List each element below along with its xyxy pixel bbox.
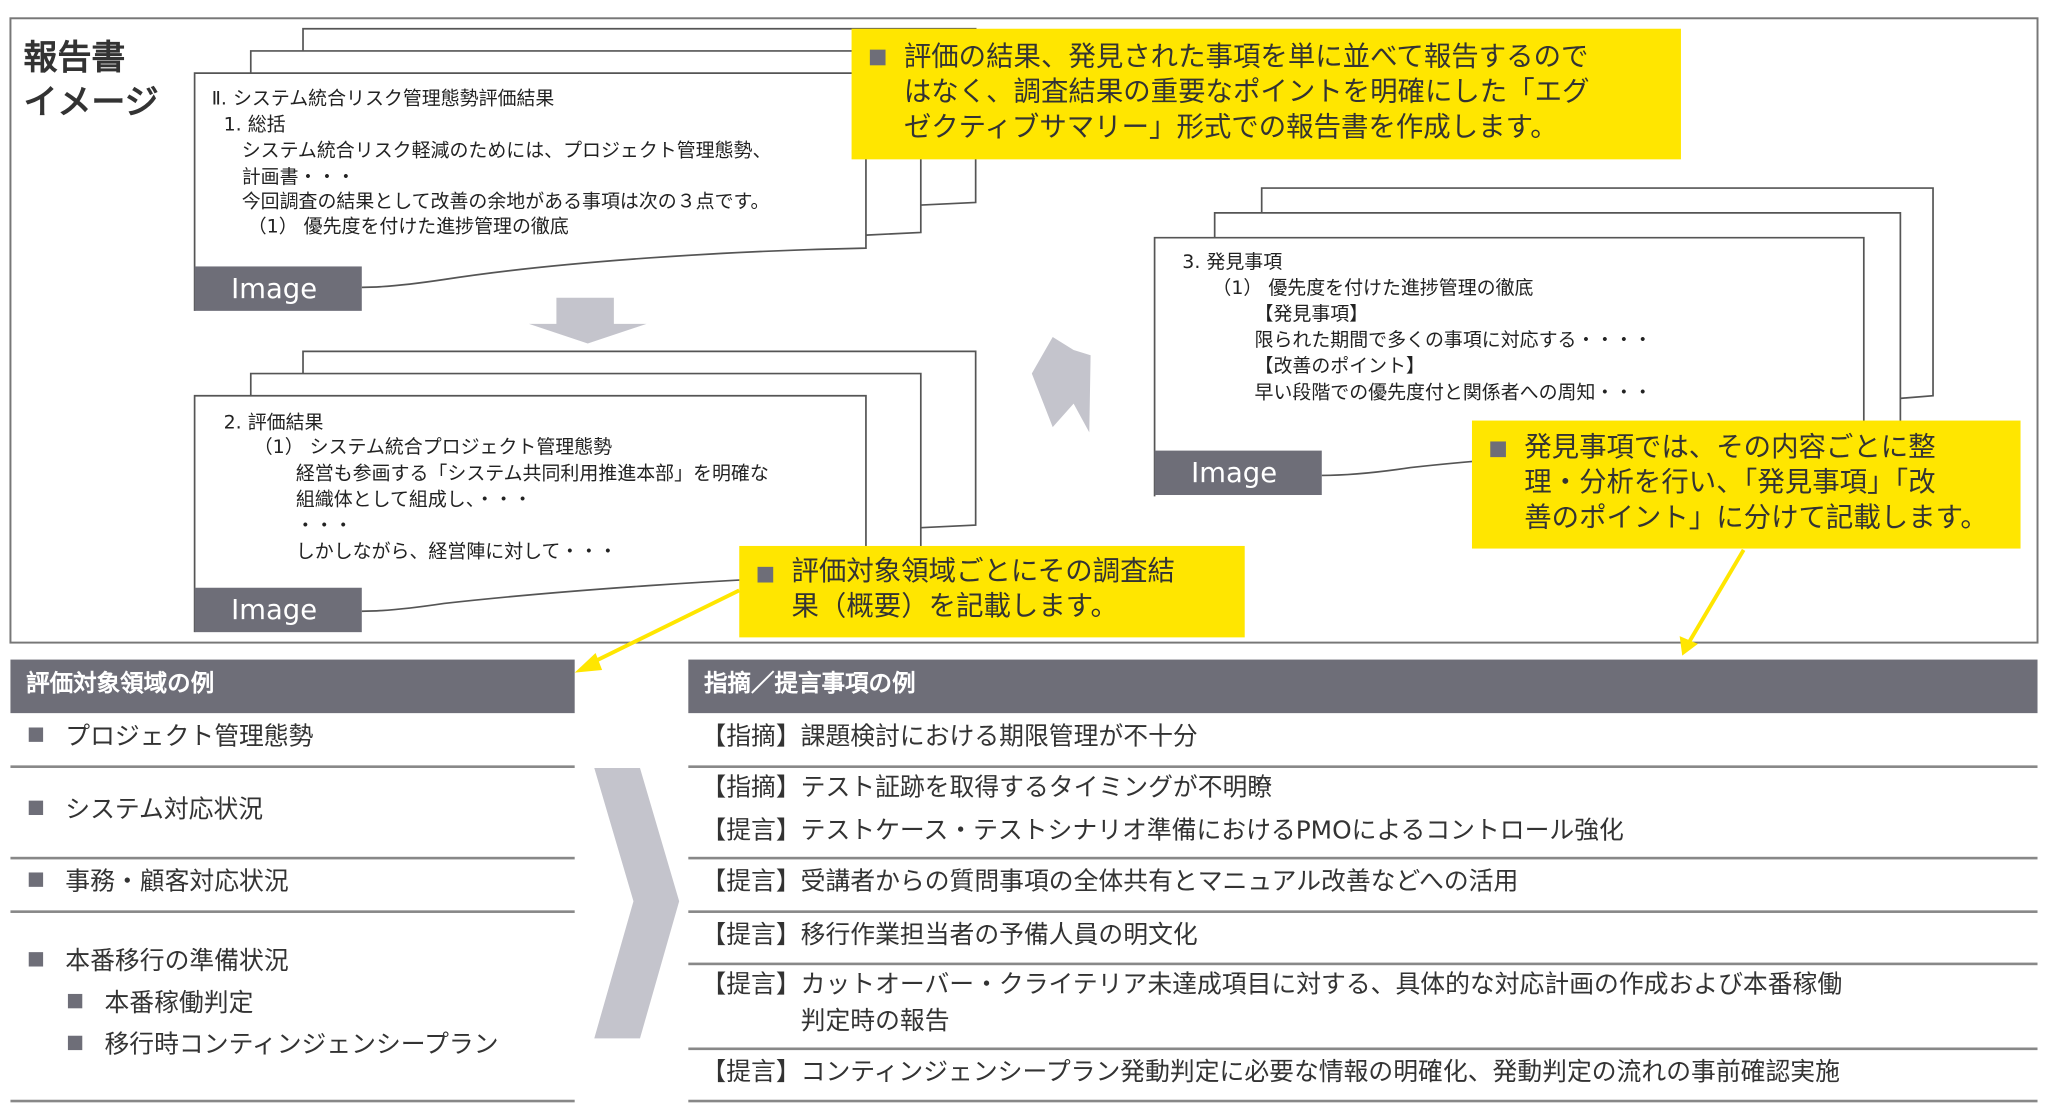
doc-line: 経営も参画する「システム共同利用推進本部」を明確な: [211, 463, 769, 485]
callout-evaluation-areas: 評価対象領域ごとにその調査結 果（概要）を記載します。: [739, 545, 1245, 638]
doc-line: 組織体として組成し、・・・: [211, 489, 533, 511]
doc-line: 【発見事項】: [1170, 304, 1369, 326]
callout-line: 発見事項では、その内容ごとに整: [1524, 431, 1936, 463]
list-item: システム対応状況: [28, 793, 264, 827]
diagonal-arrow-icon: [1031, 336, 1091, 433]
doc-line: 限られた期間で多くの事項に対応する・・・・: [1170, 330, 1653, 352]
divider: [688, 910, 2038, 913]
list-subitem: 移行時コンティンジェンシープラン: [67, 1028, 499, 1062]
callout-findings: 発見事項では、その内容ごとに整 理・分析を行い、「発見事項」「改 善のポイント」…: [1471, 420, 2021, 549]
divider: [688, 1047, 2038, 1051]
doc2-text: 2. 評価結果 （1） システム統合プロジェクト管理態勢 経営も参画する「システ…: [212, 410, 852, 567]
finding-row: 【提言】移行作業担当者の予備人員の明文化: [701, 920, 1198, 950]
doc-line: （1） 優先度を付けた進捗管理の徹底: [211, 216, 569, 238]
doc-line: （1） システム統合プロジェクト管理態勢: [211, 437, 613, 459]
finding-row: 【提言】受講者からの質問事項の全体共有とマニュアル改善などへの活用: [701, 867, 1519, 896]
finding-row: 【指摘】テスト証跡を取得するタイミングが不明瞭: [701, 773, 1273, 802]
divider: [10, 856, 575, 860]
doc-line: （1） 優先度を付けた進捗管理の徹底: [1170, 278, 1534, 300]
callout-line: 理・分析を行い、「発見事項」「改: [1524, 466, 1936, 498]
right-panel-header: 指摘／提言事項の例: [688, 659, 2038, 714]
doc-line: 今回調査の結果として改善の余地がある事項は次の３点です。: [211, 191, 770, 213]
doc-line: 計画書・・・: [211, 167, 356, 189]
item-label: プロジェクト管理態勢: [65, 722, 314, 752]
item-label: 本番移行の準備状況: [65, 946, 289, 976]
callout-connectors: [574, 548, 1746, 673]
bullet-square-icon: [28, 727, 44, 742]
bullet-square-icon: [1490, 441, 1506, 458]
doc-line: Ⅱ. システム統合リスク管理態勢評価結果: [211, 88, 555, 110]
item-label: 本番稼働判定: [104, 988, 254, 1018]
title-line: 報告書: [23, 39, 126, 79]
bullet-square-icon: [28, 800, 44, 816]
divider: [688, 765, 2038, 768]
divider: [688, 962, 2038, 966]
doc-line: ・・・: [211, 515, 353, 537]
list-item: 事務・顧客対応状況: [28, 865, 289, 899]
finding-row: 【提言】コンティンジェンシープラン発動判定に必要な情報の明確化、発動判定の流れの…: [701, 1057, 1840, 1087]
callout-line: はなく、調査結果の重要なポイントを明確にした「エグ: [903, 75, 1590, 108]
doc-line: 3. 発見事項: [1170, 252, 1283, 273]
bullet-square-icon: [757, 566, 774, 583]
callout-line: ゼクティブサマリー」形式での報告書を作成します。: [903, 111, 1558, 143]
page-title: 報告書 イメージ: [24, 37, 194, 126]
bullet-square-icon: [28, 872, 44, 887]
bullet-square-icon: [67, 1035, 83, 1051]
doc-line: 【改善のポイント】: [1170, 356, 1425, 378]
image-label: Image: [194, 266, 362, 311]
callout-line: 評価対象領域ごとにその調査結: [791, 555, 1175, 587]
callout-executive-summary: 評価の結果、発見された事項を単に並べて報告するので はなく、調査結果の重要なポイ…: [851, 28, 1681, 160]
divider: [10, 910, 575, 913]
title-line: イメージ: [23, 83, 159, 123]
list-item: 本番移行の準備状況: [28, 944, 289, 978]
callout-line: 評価の結果、発見された事項を単に並べて報告するので: [903, 40, 1589, 72]
doc-line: 2. 評価結果: [211, 412, 324, 434]
doc-line: 早い段階での優先度付と関係者への周知・・・: [1170, 382, 1653, 404]
bullet-square-icon: [869, 49, 886, 66]
image-label: Image: [194, 587, 362, 633]
image-label: Image: [1154, 450, 1322, 496]
callout-line: 果（概要）を記載します。: [791, 590, 1118, 622]
doc-line: しかしながら、経営陣に対して・・・: [211, 542, 618, 563]
divider: [688, 1099, 2038, 1103]
chevron-right-icon: [594, 767, 680, 1039]
finding-row: 【提言】テストケース・テストシナリオ準備におけるPMOによるコントロール強化: [701, 816, 1624, 846]
bullet-square-icon: [28, 952, 44, 967]
doc1-text: Ⅱ. システム統合リスク管理態勢評価結果 1. 総括 システム統合リスク軽減のた…: [212, 86, 852, 243]
list-subitem: 本番稼働判定: [67, 986, 254, 1020]
item-label: 事務・顧客対応状況: [65, 867, 289, 896]
finding-row: 【提言】カットオーバー・クライテリア未達成項目に対する、具体的な対応計画の作成お…: [701, 970, 1843, 1000]
divider: [10, 765, 575, 768]
divider: [10, 1099, 575, 1103]
finding-row: 【指摘】課題検討における期限管理が不十分: [701, 722, 1198, 752]
down-arrow-icon: [528, 297, 647, 344]
item-label: システム対応状況: [65, 795, 264, 825]
finding-row: 判定時の報告: [701, 1007, 950, 1036]
list-item: プロジェクト管理態勢: [28, 720, 314, 754]
callout-line: 善のポイント」に分けて記載します。: [1524, 501, 1988, 533]
doc-stack-2: [193, 350, 977, 633]
divider: [688, 856, 2038, 860]
doc-stack-1: [193, 27, 977, 311]
outer-frame: [9, 17, 2039, 644]
left-panel-header: 評価対象領域の例: [10, 659, 575, 714]
doc-line: 1. 総括: [211, 114, 286, 136]
item-label: 移行時コンティンジェンシープラン: [104, 1030, 499, 1060]
doc3-text: 3. 発見事項 （1） 優先度を付けた進捗管理の徹底 【発見事項】 限られた期間…: [1170, 249, 1849, 406]
doc-line: システム統合リスク軽減のためには、プロジェクト管理態勢、: [211, 141, 772, 162]
bullet-square-icon: [67, 993, 83, 1009]
